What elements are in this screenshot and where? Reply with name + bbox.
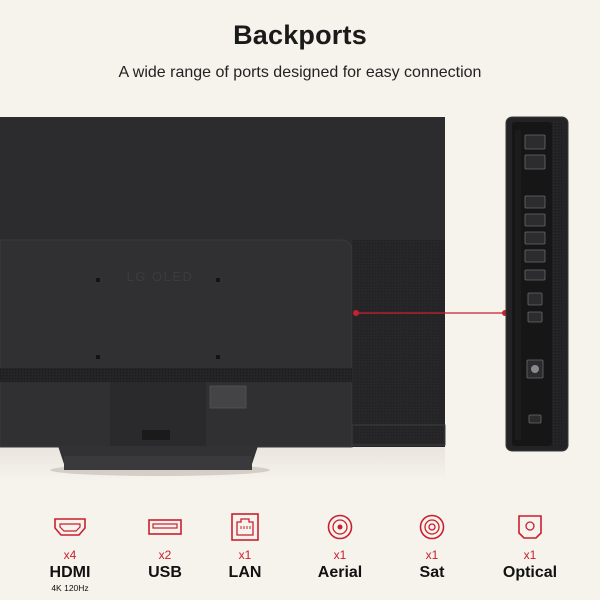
usb-icon [148, 519, 182, 535]
port-usb: x2 USB [120, 510, 210, 582]
corner-plate [351, 424, 446, 446]
port-name: Optical [502, 564, 558, 581]
hdmi-icon [54, 518, 86, 536]
power-connector [209, 385, 247, 409]
port-slot [527, 311, 543, 323]
side-grille [352, 240, 445, 447]
port-slot [524, 249, 546, 263]
sat-icon [419, 514, 445, 540]
screw-hole [216, 355, 220, 359]
port-name: HDMI [49, 564, 91, 581]
stand-neck [110, 382, 206, 452]
port-lan: x1 LAN [200, 510, 290, 582]
port-panel-grille [552, 122, 564, 446]
port-slot [528, 414, 542, 424]
tv-logo: LG OLED [127, 269, 194, 284]
port-label-strip [515, 130, 521, 440]
port-hdmi: x4 HDMI 4K 120Hz [25, 510, 115, 593]
port-slot [531, 365, 539, 373]
page-subtitle: A wide range of ports designed for easy … [118, 64, 482, 81]
screw-hole [96, 355, 100, 359]
vent-strip [0, 368, 352, 382]
stand-base-front [64, 456, 252, 470]
lan-icon [231, 513, 259, 541]
port-name: USB [148, 564, 182, 581]
port-name: Sat [419, 564, 445, 581]
optical-icon [518, 515, 542, 539]
screw-hole [216, 278, 220, 282]
page-title: Backports [233, 20, 367, 50]
aerial-icon [327, 514, 353, 540]
port-count: x4 [63, 548, 77, 562]
stand-slot [142, 430, 170, 440]
port-optical: x1 Optical [485, 510, 575, 582]
port-slot [524, 154, 546, 170]
port-slot [527, 292, 543, 306]
port-count: x1 [523, 548, 537, 562]
port-count: x1 [238, 548, 252, 562]
port-sat: x1 Sat [387, 510, 477, 582]
port-count: x1 [425, 548, 439, 562]
screw-hole [96, 278, 100, 282]
port-slot [524, 195, 546, 209]
port-slot [524, 269, 546, 281]
port-name: LAN [228, 564, 262, 581]
port-slot [524, 231, 546, 245]
port-icons-row: x4 HDMI 4K 120Hz x2 USB x1 LAN [0, 510, 600, 600]
port-count: x2 [158, 548, 172, 562]
port-slot [524, 134, 546, 150]
port-slot [524, 213, 546, 227]
port-name: Aerial [317, 564, 363, 581]
port-aerial: x1 Aerial [295, 510, 385, 582]
port-spec: 4K 120Hz [51, 583, 89, 593]
port-count: x1 [333, 548, 347, 562]
